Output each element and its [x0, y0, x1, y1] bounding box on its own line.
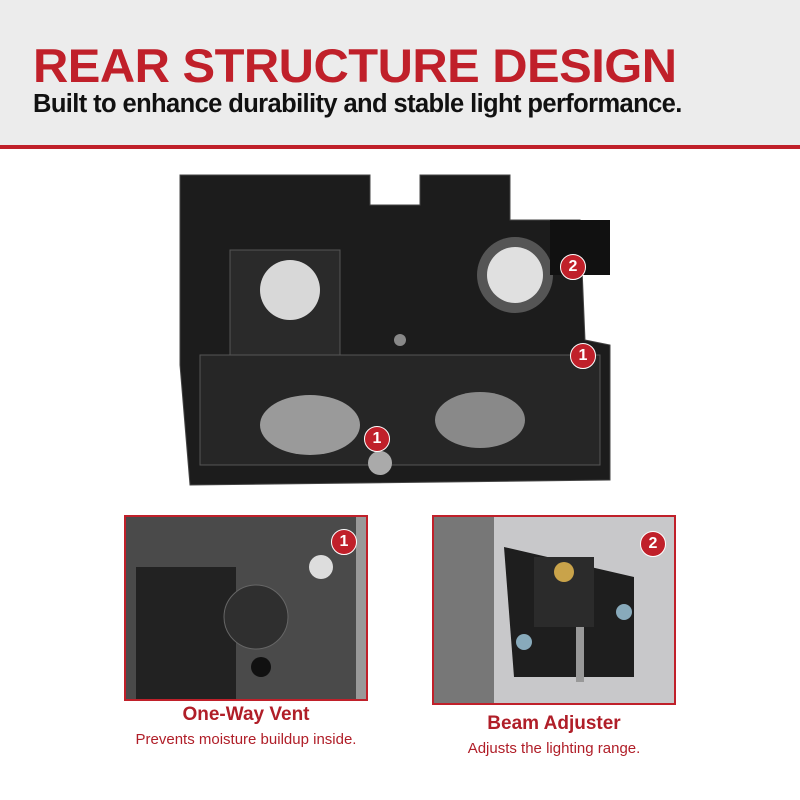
marker-1: 1: [570, 343, 596, 369]
adjuster-detail-image: 2: [432, 515, 676, 705]
page-title: REAR STRUCTURE DESIGN: [33, 39, 677, 92]
adjuster-description: Adjusts the lighting range.: [467, 740, 641, 757]
housing-rear-image: 2 1 1: [170, 165, 620, 495]
marker-2: 2: [560, 254, 586, 280]
detail-badge-1: 1: [331, 529, 357, 555]
vent-description: Prevents moisture buildup inside.: [135, 731, 357, 748]
adjuster-title: Beam Adjuster: [487, 713, 621, 734]
marker-1: 1: [364, 426, 390, 452]
detail-badge-2: 2: [640, 531, 666, 557]
vent-detail-image: 1: [124, 515, 368, 701]
divider: [0, 145, 800, 149]
vent-title: One-Way Vent: [182, 704, 310, 725]
header-banner: REAR STRUCTURE DESIGN Built to enhance d…: [0, 0, 800, 145]
page-subtitle: Built to enhance durability and stable l…: [33, 90, 682, 118]
